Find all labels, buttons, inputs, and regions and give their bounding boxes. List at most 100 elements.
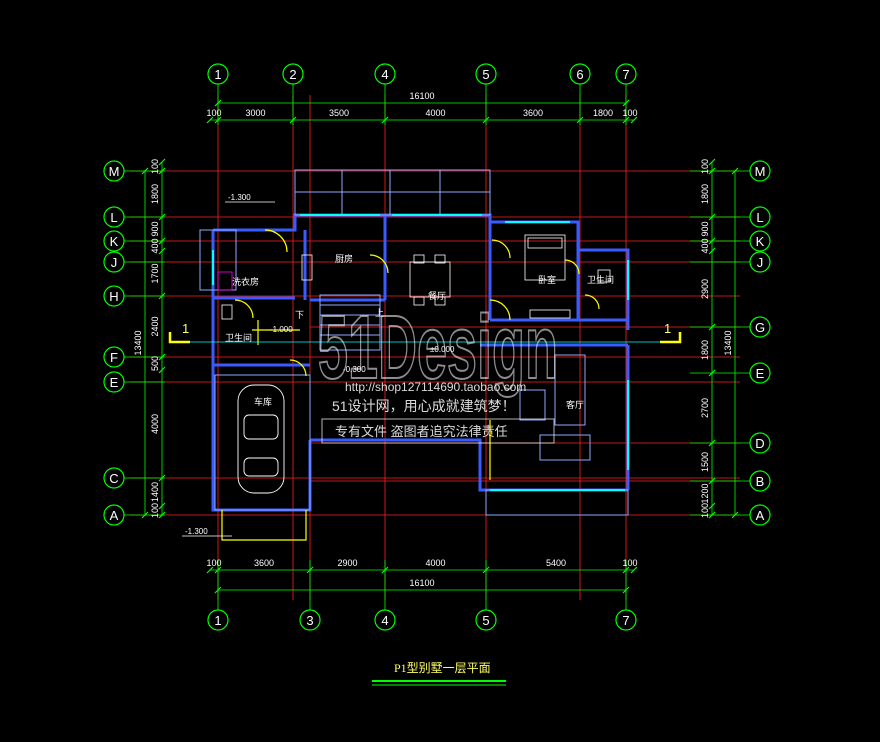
dim-bottom-total-label: 16100 [409, 578, 434, 588]
dim-bottom-seg-label: 3600 [254, 558, 274, 568]
axis-top-4: 4 [381, 67, 388, 82]
axis-right-J: J [757, 255, 764, 270]
dim-bottom-seg-label: 100 [622, 558, 637, 568]
dim-right-seg-tick [708, 167, 716, 175]
section-mark-left: 1 [182, 321, 189, 336]
dim-right-seg-label: 400 [700, 238, 710, 253]
dim-right-seg-label: 2700 [700, 398, 710, 418]
dim-left-seg-label: 400 [150, 238, 160, 253]
dim-left-seg-label: 1700 [150, 263, 160, 283]
dim-left-total-tick [141, 511, 149, 519]
dim-right-seg-label: 2900 [700, 279, 710, 299]
dim-bottom-seg-tick [482, 566, 490, 574]
dim-bottom-seg-tick [381, 566, 389, 574]
axis-right-E: E [756, 366, 765, 381]
room-laundry: 洗衣房 [232, 276, 259, 287]
dim-right-seg-tick [708, 369, 716, 377]
dim-bottom-seg-tick [214, 566, 222, 574]
dim-top-seg-label: 4000 [425, 108, 445, 118]
dim-right-seg-label: 100 [700, 159, 710, 174]
dim-left-seg-label: 100 [150, 159, 160, 174]
axis-bottom-4: 4 [381, 613, 388, 628]
room-garage: 车库 [254, 396, 272, 407]
dim-top-seg-label: 100 [206, 108, 221, 118]
dim-left-seg-label: 2400 [150, 316, 160, 336]
dim-left-seg-label: 1400 [150, 482, 160, 502]
thin-walls [199, 169, 629, 516]
axis-right-A: A [756, 508, 765, 523]
dim-left-seg-tick [158, 213, 166, 221]
axis-left-A: A [110, 508, 119, 523]
stair-down-label: 下 [295, 310, 304, 320]
dim-right-seg-tick [708, 237, 716, 245]
dim-left-seg-tick [158, 511, 166, 519]
section-mark-right: 1 [664, 321, 671, 336]
dim-right-seg-tick [708, 323, 716, 331]
axis-bottom-3: 3 [306, 613, 313, 628]
dim-left-seg-tick [158, 353, 166, 361]
doors [221, 229, 600, 541]
dim-top-seg-tick [622, 116, 630, 124]
dim-right-seg-label: 1800 [700, 340, 710, 360]
dim-bottom-seg-label: 4000 [425, 558, 445, 568]
dim-top-seg-tick [630, 116, 638, 124]
axis-left-J: J [111, 255, 118, 270]
axis-left-E: E [110, 375, 119, 390]
axis-left-L: L [110, 210, 117, 225]
dim-bottom-seg-tick [630, 566, 638, 574]
axis-left-M: M [109, 164, 120, 179]
dim-left-seg-label: 1800 [150, 184, 160, 204]
dim-top-seg-tick [381, 116, 389, 124]
dim-right-seg-tick [708, 158, 716, 166]
axis-right-K: K [756, 234, 765, 249]
dim-top-seg-tick [482, 116, 490, 124]
dim-top-seg-label: 1800 [593, 108, 613, 118]
dim-right-seg-tick [708, 477, 716, 485]
dim-bottom-seg-label: 2900 [337, 558, 357, 568]
dim-top-seg-label: 3000 [245, 108, 265, 118]
dim-top-seg-label: 100 [622, 108, 637, 118]
windows [212, 214, 629, 491]
axis-top-2: 2 [289, 67, 296, 82]
drawing-title-block: P1型别墅一层平面 [372, 661, 506, 686]
room-living: 客厅 [566, 399, 584, 410]
axis-right-B: B [756, 474, 765, 489]
dim-right-seg-label: 1200 [700, 483, 710, 503]
axis-left-H: H [109, 289, 118, 304]
dim-right-seg-label: 900 [700, 221, 710, 236]
dim-bottom-seg-tick [306, 566, 314, 574]
dim-right-seg-label: 1500 [700, 452, 710, 472]
axis-top-5: 5 [482, 67, 489, 82]
dim-right-seg-tick [708, 213, 716, 221]
dim-left-seg-tick [158, 237, 166, 245]
axis-bottom-1: 1 [214, 613, 221, 628]
dim-left-seg-label: 500 [150, 356, 160, 371]
elevation-4: -0.300 [343, 365, 366, 374]
dim-bottom-seg-label: 100 [206, 558, 221, 568]
room-bath-left: 卫生间 [225, 332, 252, 343]
axis-right-L: L [756, 210, 763, 225]
dim-left-seg-label: 4000 [150, 414, 160, 434]
room-bedroom: 卧室 [538, 274, 556, 285]
section-marks: 1 1 [168, 321, 682, 344]
dim-bottom-seg-label: 5400 [546, 558, 566, 568]
dim-bottom-total-tick [214, 586, 222, 594]
dim-left-seg-label: 900 [150, 221, 160, 236]
dim-left-total-tick [141, 167, 149, 175]
drawing-title: P1型别墅一层平面 [394, 661, 491, 675]
dim-top-total-tick [622, 99, 630, 107]
watermark-url: http://shop127114690.taobao.com [345, 380, 526, 394]
elevation-3: ±0.000 [430, 345, 455, 354]
dim-top-seg-label: 3600 [523, 108, 543, 118]
elevation-marks: -1.300 -1.000 ±0.000 -0.300 -1.300 [182, 193, 455, 537]
axis-bottom-7: 7 [622, 613, 629, 628]
axis-top-6: 6 [576, 67, 583, 82]
axis-right-D: D [755, 436, 764, 451]
dim-bottom-seg-tick [206, 566, 214, 574]
dim-right-seg-tick [708, 439, 716, 447]
dim-bottom-total-tick [622, 586, 630, 594]
axis-right-M: M [755, 164, 766, 179]
stair-up-label: 上 [375, 308, 384, 318]
